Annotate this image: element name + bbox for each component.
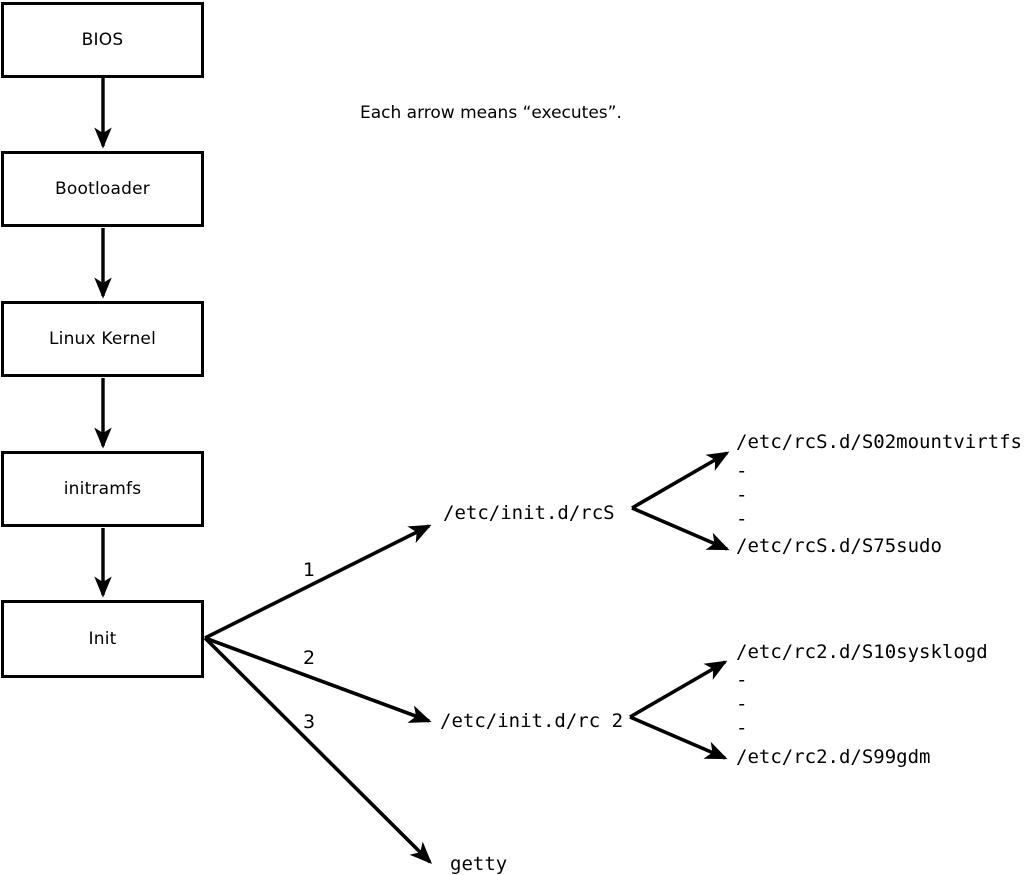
arrow-init-to-getty xyxy=(203,636,432,864)
node-linux-kernel[interactable]: Linux Kernel xyxy=(1,301,204,377)
label-rc2-first-script[interactable]: /etc/rc2.d/S10sysklogd xyxy=(736,641,988,663)
node-bootloader[interactable]: Bootloader xyxy=(1,151,204,227)
arrow-init-to-rcs xyxy=(204,524,432,640)
label-getty[interactable]: getty xyxy=(450,853,508,875)
label-rc2-last-script[interactable]: /etc/rc2.d/S99gdm xyxy=(736,746,931,768)
arrow-rc2-to-last-script xyxy=(629,715,728,760)
label-rcs-first-script[interactable]: /etc/rcS.d/S02mountvirtfs xyxy=(736,431,1022,453)
node-linux-kernel-label: Linux Kernel xyxy=(48,329,156,349)
node-initramfs[interactable]: initramfs xyxy=(1,451,204,527)
edge-number-2: 2 xyxy=(303,647,316,669)
edge-number-1: 1 xyxy=(303,559,316,581)
rc2-ellipsis-dash-3: - xyxy=(736,717,748,739)
rcs-ellipsis-dash-1: - xyxy=(736,460,748,482)
label-etc-init-d-rcs[interactable]: /etc/init.d/rcS xyxy=(443,502,615,524)
node-init-label: Init xyxy=(88,629,117,649)
node-bios-label: BIOS xyxy=(81,30,124,50)
node-initramfs-label: initramfs xyxy=(63,479,142,499)
label-etc-init-d-rc-2[interactable]: /etc/init.d/rc 2 xyxy=(440,710,624,732)
rcs-ellipsis-dash-2: - xyxy=(736,484,748,506)
edge-number-3: 3 xyxy=(303,711,316,733)
rc2-ellipsis-dash-1: - xyxy=(736,669,748,691)
node-bios[interactable]: BIOS xyxy=(1,2,204,78)
arrow-rcs-to-last-script xyxy=(631,506,730,551)
node-bootloader-label: Bootloader xyxy=(55,179,150,199)
rc2-ellipsis-dash-2: - xyxy=(736,693,748,715)
rcs-ellipsis-dash-3: - xyxy=(736,508,748,530)
arrow-rcs-to-first-script xyxy=(631,451,730,510)
diagram-caption: Each arrow means “executes”. xyxy=(360,103,622,123)
arrow-rc2-to-first-script xyxy=(629,660,728,719)
node-init[interactable]: Init xyxy=(1,600,204,678)
label-rcs-last-script[interactable]: /etc/rcS.d/S75sudo xyxy=(736,535,942,557)
arrow-init-to-rc2 xyxy=(204,636,432,723)
